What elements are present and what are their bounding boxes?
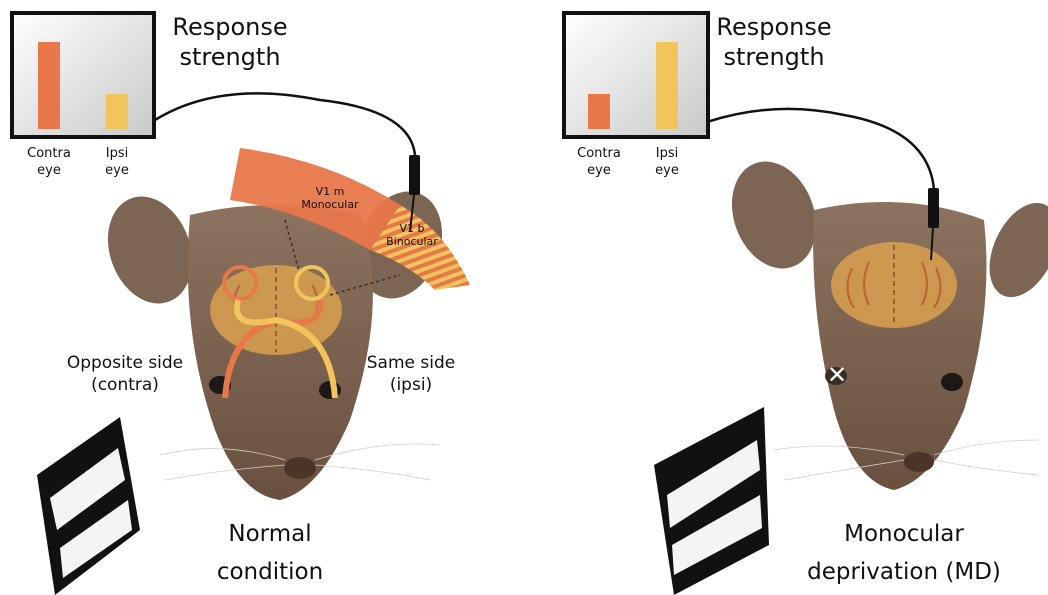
bar-contra bbox=[38, 42, 60, 129]
bar-ipsi bbox=[656, 42, 678, 129]
closed-eye-mark: ✕ bbox=[825, 360, 849, 390]
monitor-title: Response strength bbox=[704, 12, 844, 72]
recording-electrode bbox=[928, 188, 939, 228]
brain bbox=[831, 242, 957, 328]
contra-side-label: Opposite side (contra) bbox=[50, 352, 200, 396]
md-condition-panel: Response strength Contra eye Ipsi eye ✕ … bbox=[524, 0, 1048, 595]
region-label-binocular: V1 b Binocular bbox=[377, 222, 447, 248]
bar-ipsi bbox=[106, 94, 128, 129]
bar-label-ipsi: Ipsi eye bbox=[87, 145, 147, 179]
bar-label-contra: Contra eye bbox=[19, 145, 79, 179]
grating-stimulus bbox=[37, 417, 140, 595]
normal-condition-panel: Response strength Contra eye Ipsi eye V1… bbox=[0, 0, 524, 595]
panel-caption: Monocular deprivation (MD) bbox=[779, 515, 1029, 591]
grating-stimulus bbox=[654, 407, 769, 595]
panel-caption: Normal condition bbox=[190, 515, 350, 591]
bar-label-contra: Contra eye bbox=[569, 145, 629, 179]
monitor-title: Response strength bbox=[160, 12, 300, 72]
normal-illustration bbox=[0, 0, 524, 595]
recording-electrode bbox=[409, 155, 420, 195]
response-monitor bbox=[12, 13, 154, 137]
region-label-monocular: V1 m Monocular bbox=[285, 185, 375, 211]
bar-label-ipsi: Ipsi eye bbox=[637, 145, 697, 179]
md-illustration bbox=[524, 0, 1048, 595]
response-monitor bbox=[564, 13, 708, 137]
bar-contra bbox=[588, 94, 610, 129]
ipsi-side-label: Same side (ipsi) bbox=[356, 352, 466, 396]
recording-cable bbox=[155, 93, 415, 155]
